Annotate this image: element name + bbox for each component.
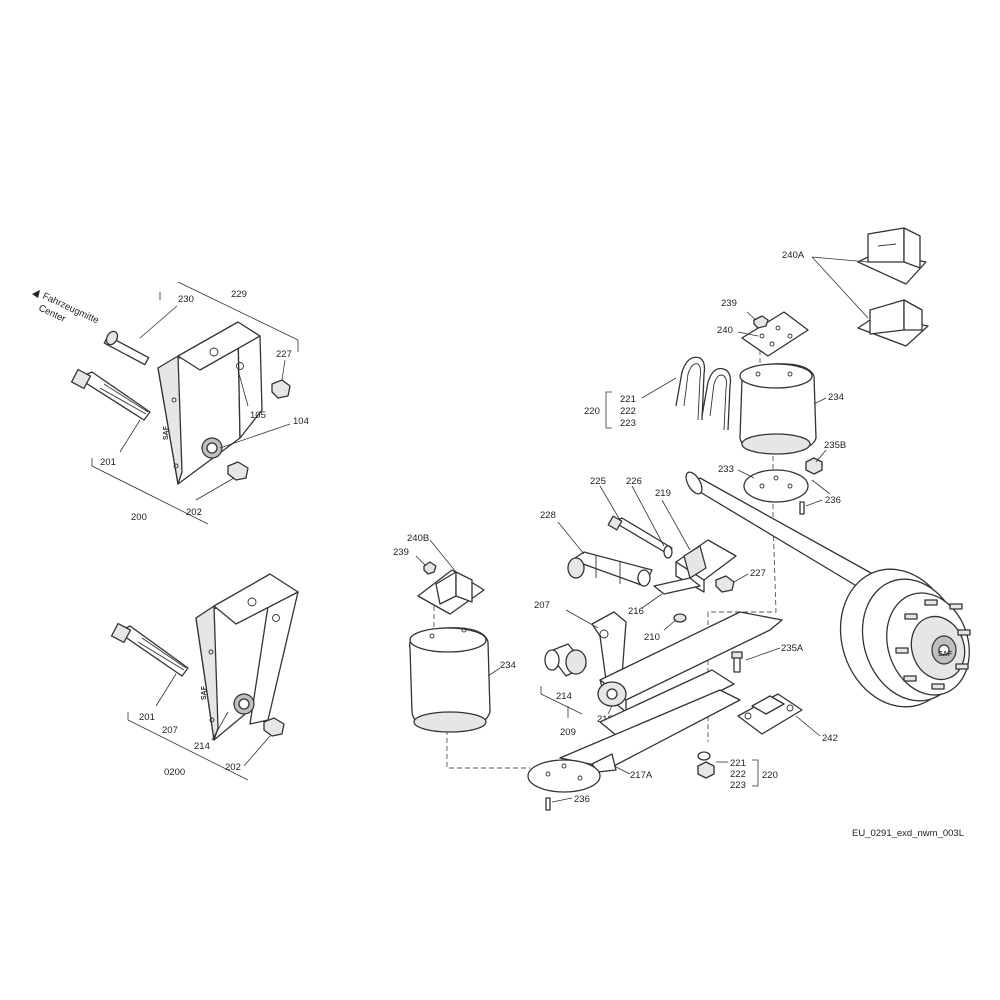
label-223-lower: 223 bbox=[730, 780, 746, 791]
air-spring-234-left: 234 bbox=[409, 627, 516, 733]
label-216: 216 bbox=[628, 606, 644, 617]
label-221-upper: 221 bbox=[620, 394, 636, 405]
u-bolts-upper: 221 222 223 220 bbox=[584, 356, 732, 431]
label-225: 225 bbox=[590, 476, 606, 487]
label-235B: 235B bbox=[824, 440, 846, 451]
label-226: 226 bbox=[626, 476, 642, 487]
brand-mark-lower: SAF bbox=[201, 685, 208, 700]
label-236-right: 236 bbox=[825, 495, 841, 506]
label-207-lower: 207 bbox=[162, 725, 178, 736]
mounting-plate-240: 239 240 bbox=[717, 298, 809, 357]
label-220-lower: 220 bbox=[762, 770, 778, 781]
label-222-upper: 222 bbox=[620, 406, 636, 417]
label-227-upper: 227 bbox=[276, 349, 292, 360]
nut-202-upper bbox=[227, 461, 249, 481]
bushing-214 bbox=[544, 643, 587, 677]
label-239-right: 239 bbox=[721, 298, 737, 309]
washer-226: 226 bbox=[626, 476, 673, 559]
label-221-lower: 221 bbox=[730, 758, 746, 769]
label-227-right: 227 bbox=[750, 568, 766, 579]
screw-236-right: 236 bbox=[799, 495, 841, 515]
label-234-right: 234 bbox=[828, 392, 844, 403]
label-209: 209 bbox=[560, 727, 576, 738]
nut-227-upper bbox=[271, 379, 291, 399]
clamp-plate-242: 242 bbox=[737, 693, 838, 744]
mounting-plate-240B: 240B 239 bbox=[393, 533, 485, 615]
label-210: 210 bbox=[644, 632, 660, 643]
label-201-upper: 201 bbox=[100, 457, 116, 468]
bolt-201-upper bbox=[70, 368, 151, 421]
nuts-lower: 221 222 223 220 bbox=[697, 751, 778, 791]
shock-absorber-228: 228 bbox=[540, 510, 653, 587]
air-spring-plates-240A: 240A bbox=[782, 227, 929, 347]
nut-235B: 235B bbox=[805, 440, 846, 475]
label-202-lower: 202 bbox=[225, 762, 241, 773]
nut-202-lower bbox=[263, 717, 285, 737]
label-230: 230 bbox=[178, 294, 194, 305]
label-240: 240 bbox=[717, 325, 733, 336]
label-0200: 0200 bbox=[164, 767, 185, 778]
screw-236-left: 236 bbox=[545, 794, 590, 811]
bolt-201-lower bbox=[110, 622, 189, 677]
label-219: 219 bbox=[655, 488, 671, 499]
label-240A: 240A bbox=[782, 250, 805, 261]
label-236-left: 236 bbox=[574, 794, 590, 805]
hanger-bracket-assembly-0200: SAF 201 207 214 0200 202 bbox=[110, 573, 299, 781]
label-242: 242 bbox=[822, 733, 838, 744]
piston-plate-233: 233 bbox=[718, 464, 831, 503]
brand-mark-hub: SAF bbox=[938, 651, 953, 658]
screw-239-left bbox=[423, 561, 437, 575]
wheel-studs bbox=[895, 599, 971, 690]
spring-plate-217A: 217A bbox=[527, 669, 741, 793]
label-240B: 240B bbox=[407, 533, 429, 544]
label-217A: 217A bbox=[630, 770, 653, 781]
label-207: 207 bbox=[534, 600, 550, 611]
label-104: 104 bbox=[293, 416, 309, 427]
label-220-upper: 220 bbox=[584, 406, 600, 417]
label-233: 233 bbox=[718, 464, 734, 475]
axle-assembly: SAF 240A 239 240 bbox=[393, 227, 971, 811]
brand-mark-upper: SAF bbox=[163, 425, 170, 440]
direction-indicator: Fahrzeugmitte Center bbox=[32, 290, 100, 326]
hanger-bracket-lower: SAF bbox=[195, 573, 299, 741]
label-200: 200 bbox=[131, 512, 147, 523]
bolt-230 bbox=[103, 330, 150, 366]
hanger-bracket-assembly-200: SAF 230 229 227 105 104 201 200 202 bbox=[70, 281, 309, 525]
hanger-bracket: SAF bbox=[157, 321, 263, 485]
label-201-lower: 201 bbox=[139, 712, 155, 723]
label-239-left: 239 bbox=[393, 547, 409, 558]
label-229: 229 bbox=[231, 289, 247, 300]
trailing-arm-213: 213 bbox=[597, 611, 783, 725]
bolt-235A: 235A bbox=[731, 643, 804, 673]
label-214-lower: 214 bbox=[194, 741, 210, 752]
drawing-code: EU_0291_exd_nwm_003L bbox=[852, 828, 964, 839]
washer-210: 210 bbox=[644, 613, 687, 643]
shim-216: 216 bbox=[628, 577, 701, 617]
arrow-left-icon bbox=[32, 290, 40, 298]
screw-239-right bbox=[753, 315, 769, 329]
label-202-upper: 202 bbox=[186, 507, 202, 518]
label-223-upper: 223 bbox=[620, 418, 636, 429]
label-105: 105 bbox=[250, 410, 266, 421]
label-234-left: 234 bbox=[500, 660, 516, 671]
bolt-225: 225 bbox=[590, 476, 673, 555]
label-235A: 235A bbox=[781, 643, 804, 654]
nut-227-right: 227 bbox=[715, 568, 766, 593]
label-228: 228 bbox=[540, 510, 556, 521]
brake-drum-hub: SAF bbox=[839, 568, 971, 708]
air-spring-234-right: 234 bbox=[739, 363, 844, 455]
label-222-lower: 222 bbox=[730, 769, 746, 780]
label-214: 214 bbox=[556, 691, 572, 702]
